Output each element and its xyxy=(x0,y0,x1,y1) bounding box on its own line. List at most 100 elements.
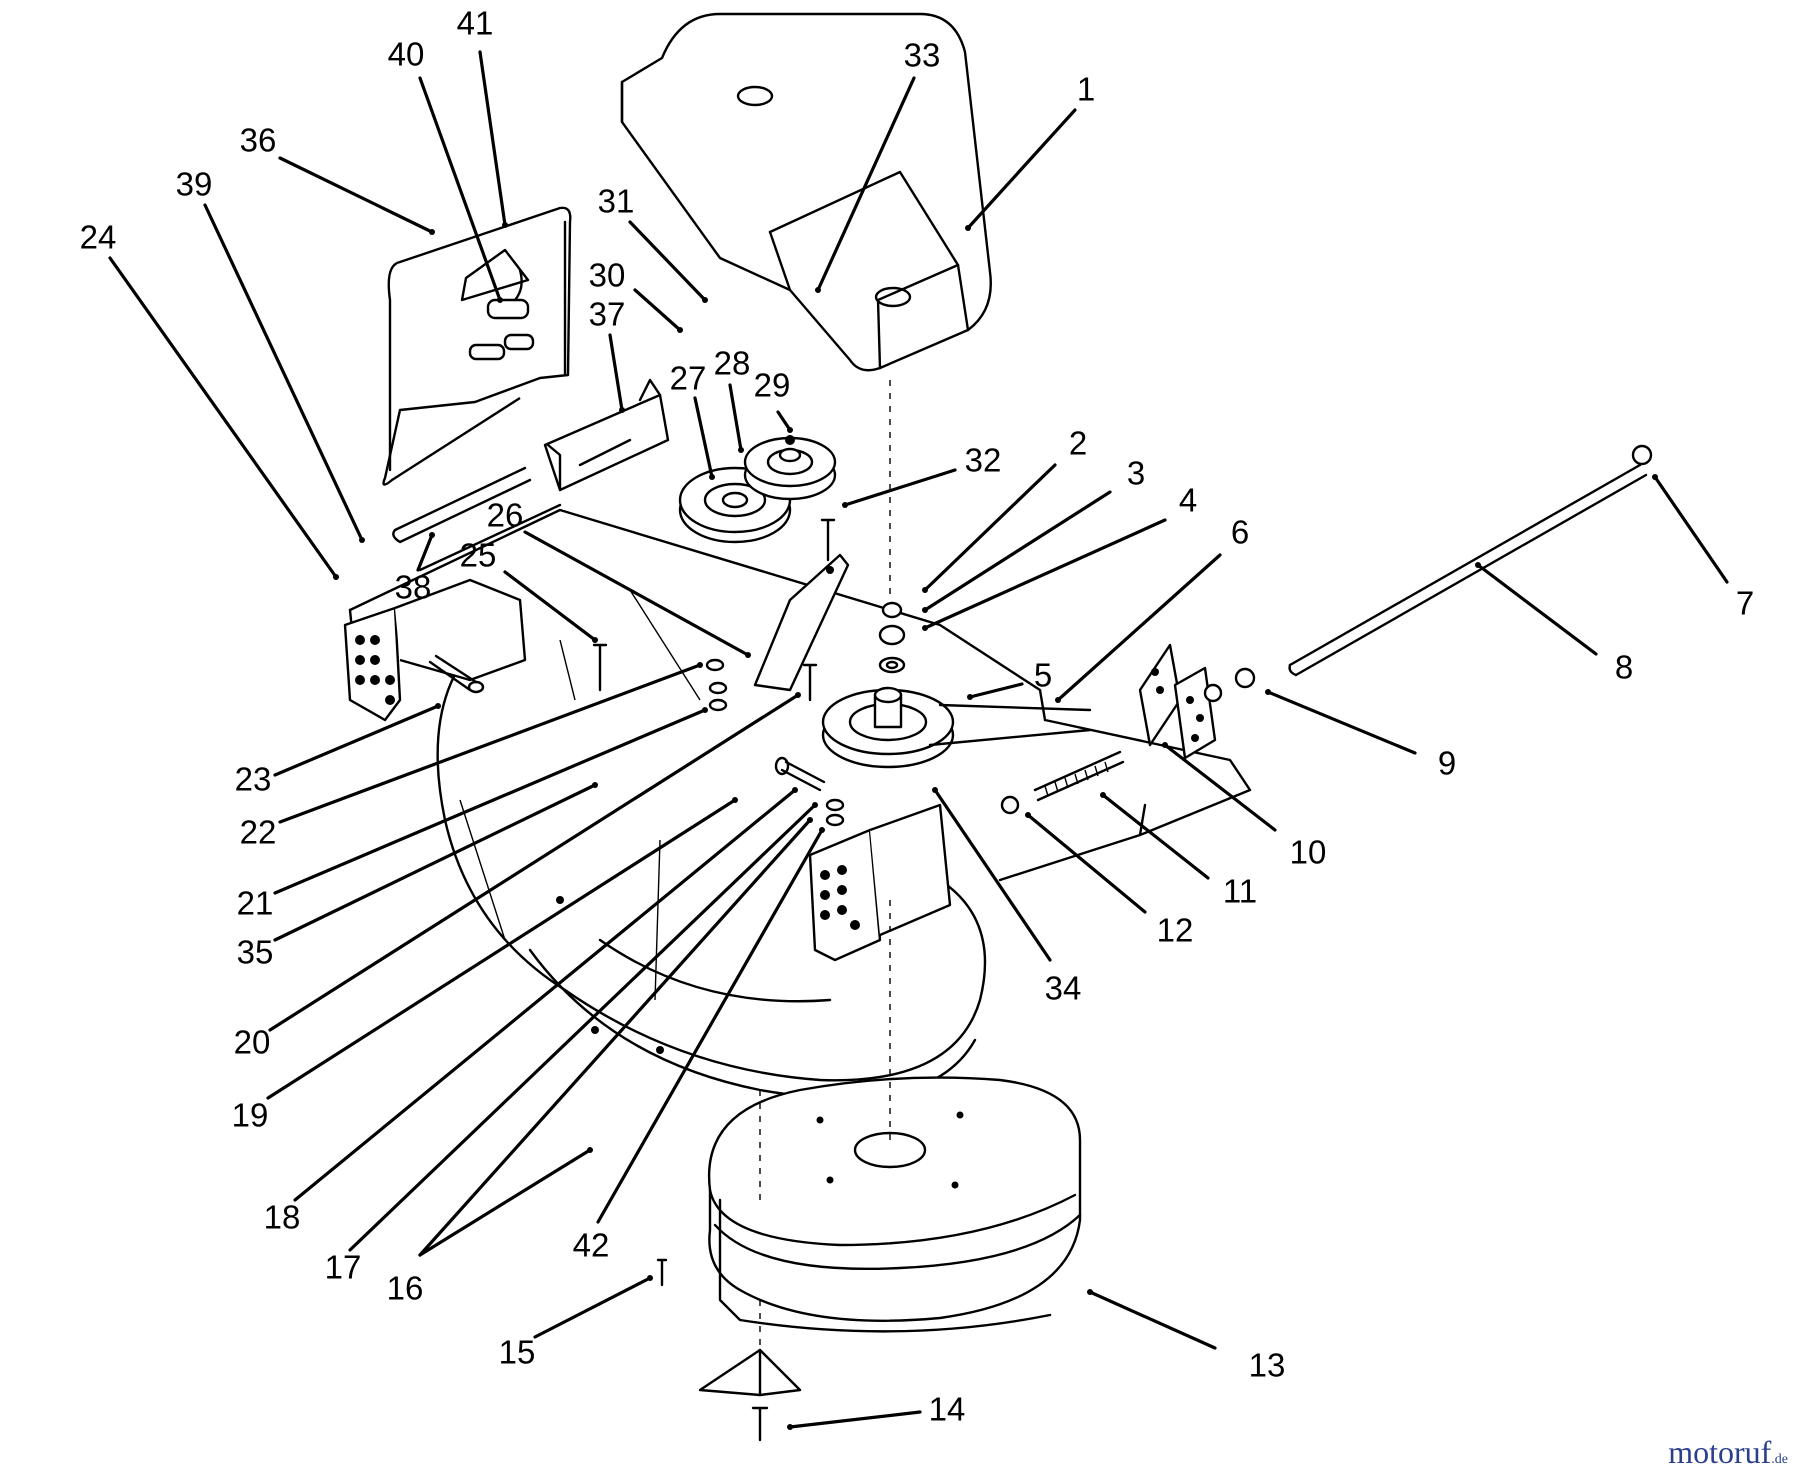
spring-nut xyxy=(1000,795,1020,815)
left-height-bracket xyxy=(343,578,527,722)
callout-leader-33 xyxy=(816,76,916,292)
callout-point-12 xyxy=(1025,812,1031,818)
callout-leader-36 xyxy=(278,156,434,234)
idler-arm xyxy=(592,518,850,827)
callout-leader-18 xyxy=(293,788,797,1202)
callout-leader-39 xyxy=(203,203,364,542)
callout-label-20: 20 xyxy=(234,1024,271,1061)
callout-leader-14 xyxy=(788,1410,922,1429)
callout-label-25: 25 xyxy=(460,537,497,574)
callout-label-4: 4 xyxy=(1179,482,1197,519)
callout-point-32 xyxy=(842,502,848,508)
callout-label-33: 33 xyxy=(904,37,941,74)
parts-artwork xyxy=(343,12,1653,1442)
callout-point-34 xyxy=(932,787,938,793)
callout-label-14: 14 xyxy=(929,1391,966,1428)
callout-label-7: 7 xyxy=(1736,585,1754,622)
callout-point-25 xyxy=(592,637,598,643)
belt-cover xyxy=(620,12,992,595)
callout-point-1 xyxy=(965,225,971,231)
callout-point-17 xyxy=(812,802,818,808)
callout-label-13: 13 xyxy=(1249,1347,1286,1384)
callout-point-37 xyxy=(619,407,625,413)
spindle-hardware xyxy=(878,601,906,674)
callout-label-6: 6 xyxy=(1231,514,1249,551)
callout-point-2 xyxy=(922,587,928,593)
blade xyxy=(698,1300,802,1442)
callout-leader-31 xyxy=(628,220,707,302)
callout-point-30 xyxy=(677,327,683,333)
callout-point-27 xyxy=(709,474,715,480)
callout-leader-3 xyxy=(923,490,1112,612)
callout-point-23 xyxy=(435,703,441,709)
callout-point-6 xyxy=(1055,697,1061,703)
callout-label-39: 39 xyxy=(176,166,213,203)
callout-point-16 xyxy=(587,1147,593,1153)
callout-label-28: 28 xyxy=(714,345,751,382)
callout-leader-10 xyxy=(1163,743,1277,832)
rear-guard xyxy=(382,206,572,486)
callout-leader-15 xyxy=(533,1276,652,1339)
callout-label-5: 5 xyxy=(1034,657,1052,694)
callout-label-35: 35 xyxy=(237,934,274,971)
front-height-bracket xyxy=(808,803,952,962)
callout-point-11 xyxy=(1100,792,1106,798)
callout-point-38 xyxy=(429,532,435,538)
callout-label-42: 42 xyxy=(573,1227,610,1264)
callout-label-10: 10 xyxy=(1290,834,1327,871)
callout-point-16 xyxy=(807,817,813,823)
callout-leader-13 xyxy=(1088,1290,1217,1350)
callout-leader-7 xyxy=(1653,475,1729,584)
callout-leader-26 xyxy=(523,530,750,657)
callout-leader-11 xyxy=(1101,793,1210,880)
tension-spring xyxy=(1033,750,1125,802)
callout-label-24: 24 xyxy=(80,219,117,256)
callout-leader-4 xyxy=(923,518,1167,630)
callout-leader-16 xyxy=(418,818,812,1257)
callout-point-8 xyxy=(1475,562,1481,568)
callout-point-7 xyxy=(1652,474,1658,480)
callout-point-20 xyxy=(795,692,801,698)
callout-leader-25 xyxy=(503,570,597,642)
callout-point-29 xyxy=(787,427,793,433)
upper-pulley xyxy=(743,435,837,501)
callout-leader-5 xyxy=(968,682,1024,699)
callout-label-2: 2 xyxy=(1069,425,1087,462)
callout-point-28 xyxy=(738,447,744,453)
callout-label-23: 23 xyxy=(235,761,272,798)
callout-label-22: 22 xyxy=(240,814,277,851)
callout-point-41 xyxy=(502,222,508,228)
callout-leader-8 xyxy=(1476,563,1598,656)
callout-point-3 xyxy=(922,607,928,613)
blade-housing xyxy=(707,900,1082,1333)
callout-point-31 xyxy=(702,297,708,303)
pivot-rod xyxy=(392,466,532,544)
callout-leader-17 xyxy=(348,803,817,1252)
callout-leader-23 xyxy=(273,704,440,777)
callout-label-30: 30 xyxy=(589,257,626,294)
callout-label-9: 9 xyxy=(1438,745,1456,782)
callout-leader-6 xyxy=(1056,553,1222,702)
callout-label-40: 40 xyxy=(388,36,425,73)
center-pulley xyxy=(821,686,1092,769)
callout-label-38: 38 xyxy=(395,569,432,606)
callout-point-36 xyxy=(429,229,435,235)
callout-leader-37 xyxy=(608,333,624,412)
callout-leader-22 xyxy=(278,663,702,824)
callout-label-34: 34 xyxy=(1045,970,1082,1007)
callout-leader-41 xyxy=(478,50,507,227)
callout-label-31: 31 xyxy=(598,183,635,220)
callout-point-4 xyxy=(922,625,928,631)
callout-point-33 xyxy=(815,287,821,293)
callout-label-3: 3 xyxy=(1127,455,1145,492)
callout-leader-27 xyxy=(693,396,714,479)
small-bolt xyxy=(656,1258,668,1287)
callout-label-21: 21 xyxy=(237,885,274,922)
callout-leader-9 xyxy=(1266,690,1417,755)
callout-leader-12 xyxy=(1026,813,1147,914)
callout-label-29: 29 xyxy=(754,367,791,404)
callout-label-36: 36 xyxy=(240,122,277,159)
pivot-bracket xyxy=(543,378,670,492)
callout-leader-32 xyxy=(843,468,957,507)
